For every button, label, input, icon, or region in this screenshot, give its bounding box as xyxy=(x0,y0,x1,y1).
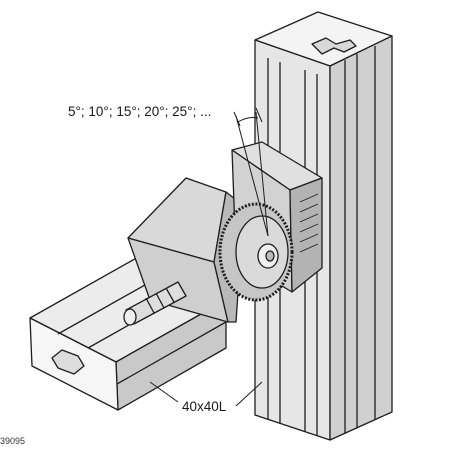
mounting-block-serration xyxy=(299,233,319,243)
angle-reference-line xyxy=(255,111,269,237)
vertical-profile-top-slot xyxy=(311,37,357,55)
angle-indicator xyxy=(233,107,269,237)
horizontal-profile-end-slot xyxy=(51,349,85,375)
profile-leader-line xyxy=(149,381,179,403)
serrated-disc xyxy=(218,202,294,302)
profile-leader-line xyxy=(235,381,263,407)
threaded-bolt xyxy=(123,281,187,326)
vertical-profile-right-face xyxy=(329,35,393,441)
angle-steps-label: 5°; 10°; 15°; 20°; 25°; ... xyxy=(68,104,212,119)
clamp-housing xyxy=(127,177,245,323)
bolt-thread xyxy=(165,287,175,303)
bolt-thread xyxy=(155,292,165,309)
disc-bolt-socket xyxy=(265,250,275,262)
angle-reference-line xyxy=(235,115,269,237)
mounting-block-serration xyxy=(299,213,319,223)
mounting-block-serration xyxy=(299,203,319,213)
bolt-tip xyxy=(123,308,137,326)
angle-arc xyxy=(237,117,259,123)
mounting-block-serration xyxy=(299,193,319,203)
angle-tick xyxy=(233,111,241,127)
mounting-block-serration xyxy=(299,223,319,233)
mounting-block-serration xyxy=(299,243,319,253)
drawing-number-label: 39095 xyxy=(0,436,26,446)
bolt-thread xyxy=(145,297,155,314)
profile-size-label: 40x40L xyxy=(182,399,227,414)
horizontal-profile-groove xyxy=(116,321,227,385)
angle-tick xyxy=(255,107,263,123)
